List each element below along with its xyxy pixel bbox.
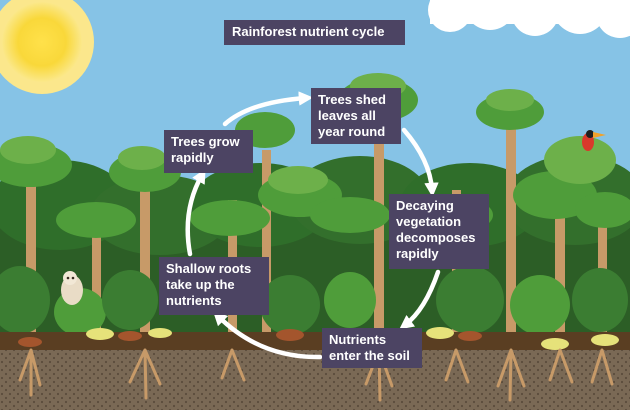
step-label-decaying-vegetation: Decaying vegetation decomposes rapidly [389, 194, 489, 269]
soil-layer [0, 350, 630, 410]
diagram-title: Rainforest nutrient cycle [224, 20, 405, 45]
arrow-grow-to-shed [222, 91, 314, 127]
step-label-trees-shed-leaves: Trees shed leaves all year round [311, 88, 401, 144]
arrow-soil-to-roots [212, 310, 323, 360]
toucan-icon [582, 130, 606, 151]
cycle-arrows [185, 91, 441, 360]
tree-roots [18, 348, 614, 402]
arrow-roots-to-grow [185, 168, 206, 257]
arrow-shed-to-decay [401, 127, 439, 198]
sun-icon [0, 0, 94, 94]
sloth-icon [61, 271, 83, 305]
step-label-nutrients-enter-soil: Nutrients enter the soil [322, 328, 422, 368]
leaf-litter [0, 327, 630, 350]
arrow-decay-to-soil [399, 269, 441, 330]
step-label-trees-grow: Trees grow rapidly [164, 130, 253, 173]
cloud-icon [428, 0, 630, 38]
step-label-shallow-roots: Shallow roots take up the nutrients [159, 257, 269, 315]
undergrowth [0, 266, 628, 336]
